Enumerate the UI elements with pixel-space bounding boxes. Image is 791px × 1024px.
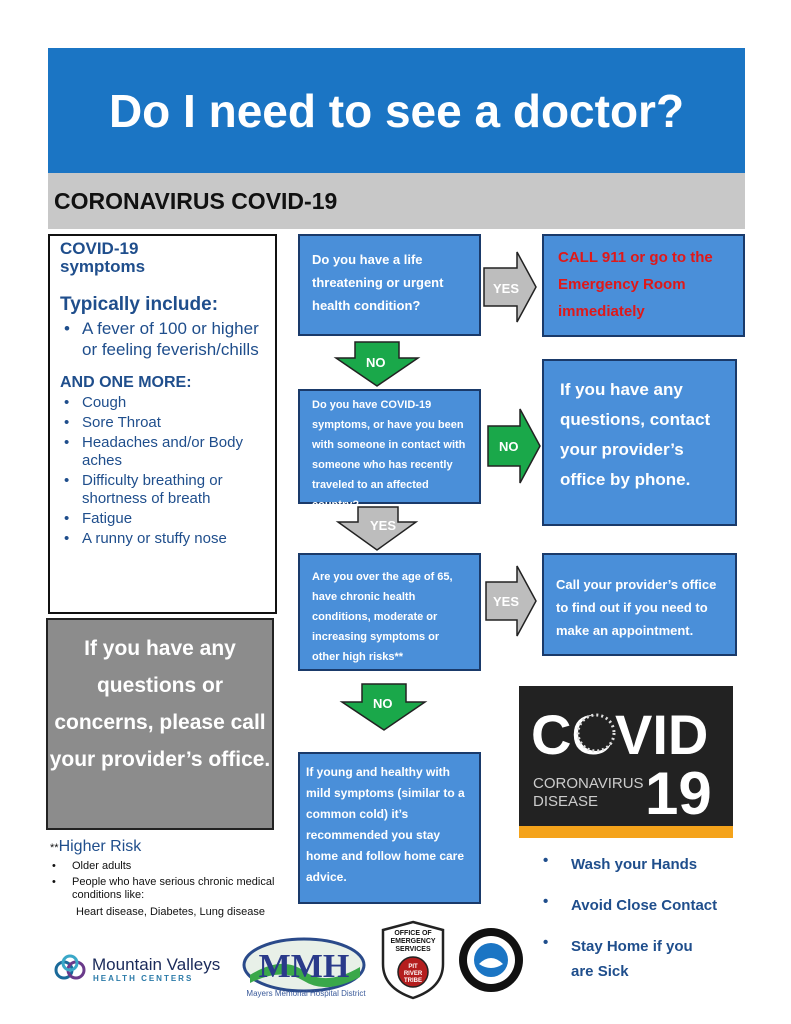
list-item: A fever of 100 or higher or feeling feve… — [60, 318, 265, 360]
pit-river-health-seal — [459, 928, 523, 992]
typical-heading: Typically include: — [60, 294, 219, 315]
arrow-no-right-icon — [487, 408, 541, 484]
list-item: Stay Home if you are Sick — [543, 934, 713, 984]
home-care-advice: If young and healthy with mild symptoms … — [298, 752, 481, 904]
symptoms-box: COVID-19 symptoms Typically include: A f… — [48, 234, 277, 614]
tips-list: Wash your Hands Avoid Close Contact Stay… — [543, 852, 717, 1000]
list-item: Cough — [60, 394, 265, 412]
list-item: People who have serious chronic medical … — [50, 876, 290, 902]
list-item: Older adults — [50, 860, 290, 873]
list-item: Difficulty breathing or shortness of bre… — [60, 472, 265, 508]
typical-list: A fever of 100 or higher or feeling feve… — [60, 318, 265, 360]
mmh-initials: MMH — [259, 948, 350, 985]
mountain-valleys-name: Mountain Valleys — [92, 955, 221, 974]
arrow-yes-right-icon — [483, 251, 537, 323]
svg-text:SERVICES: SERVICES — [395, 946, 431, 953]
list-item: Sore Throat — [60, 414, 265, 432]
mountain-valleys-logo-icon — [54, 954, 86, 980]
svg-text:TRIBE: TRIBE — [404, 978, 422, 984]
list-item: Headaches and/or Body aches — [60, 434, 265, 470]
answer-make-appointment: Call your provider’s office to find out … — [542, 553, 737, 656]
virus-icon — [576, 713, 616, 753]
no-label: NO — [373, 696, 393, 711]
no-label: NO — [499, 439, 519, 454]
mountain-valleys-sub: HEALTH CENTERS — [93, 974, 194, 983]
arrow-yes-right-2-icon — [485, 565, 537, 637]
question-urgent: Do you have a life threatening or urgent… — [298, 234, 481, 336]
svg-text:PIT: PIT — [408, 964, 418, 970]
page-title: Do I need to see a doctor? — [48, 48, 745, 173]
more-heading: AND ONE MORE: — [60, 374, 192, 391]
covid-number: 19 — [645, 760, 712, 827]
yes-label: YES — [370, 518, 396, 533]
more-list: Cough Sore Throat Headaches and/or Body … — [60, 394, 265, 548]
list-item: A runny or stuffy nose — [60, 530, 265, 548]
mmh-logo: MMH — [242, 937, 366, 993]
call-provider-box: If you have any questions or concerns, p… — [46, 618, 274, 830]
list-item: Wash your Hands — [543, 852, 717, 877]
arrow-no-down-2-icon — [339, 683, 428, 731]
arrow-yes-down-icon — [335, 506, 419, 551]
svg-text:OFFICE OF: OFFICE OF — [394, 930, 432, 937]
answer-call-911: CALL 911 or go to the Emergency Room imm… — [542, 234, 745, 337]
risk-sub: Heart disease, Diabetes, Lung disease — [76, 906, 265, 918]
higher-risk: **Higher Risk Older adults People who ha… — [50, 838, 290, 918]
covid-line2: DISEASE — [533, 793, 598, 810]
yes-label: YES — [493, 594, 519, 609]
svg-text:EMERGENCY: EMERGENCY — [390, 938, 435, 945]
question-high-risk: Are you over the age of 65, have chronic… — [298, 553, 481, 671]
list-item: Fatigue — [60, 510, 265, 528]
covid-line1: CORONAVIRUS — [533, 775, 644, 792]
covid-word: COVID — [531, 703, 708, 766]
covid-logo: COVID CORONAVIRUS DISEASE 19 — [519, 686, 733, 838]
answer-contact-provider: If you have any questions, contact your … — [542, 359, 737, 526]
question-covid-symptoms: Do you have COVID-19 symptoms, or have y… — [298, 389, 481, 511]
svg-text:RIVER: RIVER — [404, 971, 423, 977]
risk-list: Older adults People who have serious chr… — [50, 860, 290, 902]
yes-label: YES — [493, 281, 519, 296]
symptoms-title-2: symptoms — [60, 257, 146, 276]
symptoms-title-1: COVID-19 — [60, 239, 139, 258]
risk-heading: **Higher Risk — [50, 838, 142, 855]
oes-logo: OFFICE OF EMERGENCY SERVICES PIT RIVER T… — [381, 920, 445, 1000]
mmh-name: Mayers Memorial Hospital District — [246, 989, 366, 998]
page-subtitle: CORONAVIRUS COVID-19 — [48, 173, 745, 229]
no-label: NO — [366, 355, 386, 370]
list-item: Avoid Close Contact — [543, 893, 717, 918]
arrow-no-down-icon — [333, 341, 421, 387]
